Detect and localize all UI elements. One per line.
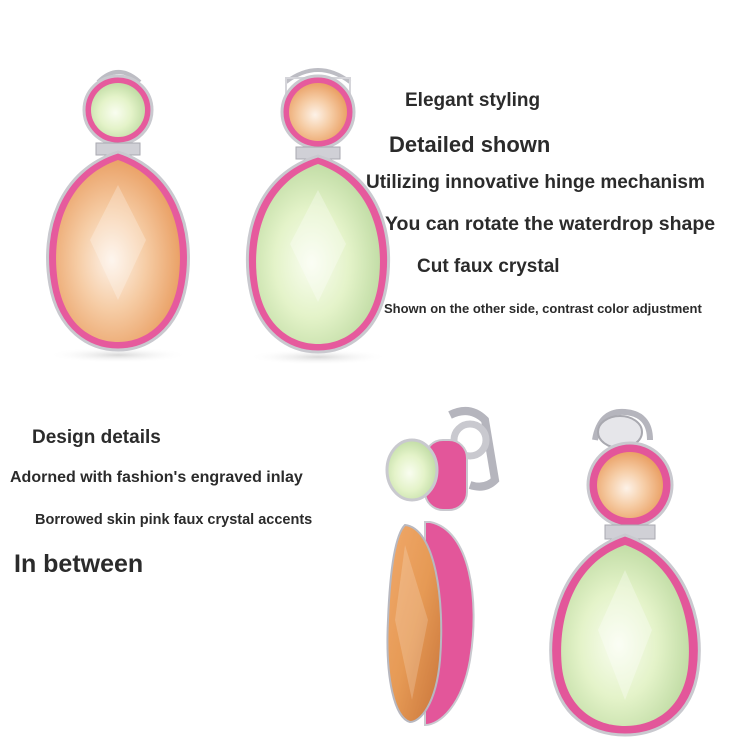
feature-other-side-contrast: Shown on the other side, contrast color … xyxy=(384,301,702,316)
earring-bottom-left xyxy=(385,407,500,727)
feature-rotate-waterdrop: You can rotate the waterdrop shape xyxy=(385,213,716,235)
earring-top-left xyxy=(46,70,190,363)
feature-hinge-mechanism: Utilizing innovative hinge mechanism xyxy=(366,172,705,193)
feature-detailed-shown: Detailed shown xyxy=(389,132,551,157)
feature-cut-faux-crystal: Cut faux crystal xyxy=(417,256,560,277)
feature-elegant-styling: Elegant styling xyxy=(405,90,541,111)
feature-pink-crystal-accents: Borrowed skin pink faux crystal accents xyxy=(35,512,313,528)
feature-engraved-inlay: Adorned with fashion's engraved inlay xyxy=(10,469,303,486)
earring-top-right xyxy=(245,68,391,365)
feature-in-between: In between xyxy=(14,550,144,578)
earring-bottom-right xyxy=(549,408,701,737)
design-details-heading: Design details xyxy=(32,427,161,448)
